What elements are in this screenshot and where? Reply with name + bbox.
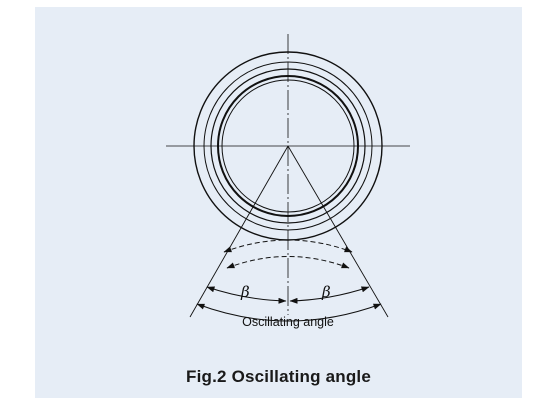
left-limit-line	[189, 145, 289, 318]
outer-ring-inner-edge	[203, 61, 373, 231]
oscillating-angle-label: Oscillating angle	[242, 315, 334, 329]
bore	[221, 79, 355, 213]
figure-panel	[35, 7, 522, 398]
beta-right-arc	[289, 286, 370, 304]
beta-left-arc	[206, 286, 287, 304]
beta-left-label: β	[240, 283, 250, 301]
figure-caption: Fig.2 Oscillating angle	[185, 367, 372, 386]
oscillation-arc-upper	[223, 239, 353, 253]
oscillating-angle-arc	[196, 303, 382, 322]
bore-outer	[217, 75, 359, 217]
beta-right-label: β	[321, 283, 331, 301]
inner-ring	[210, 68, 366, 224]
right-limit-line	[287, 145, 389, 318]
